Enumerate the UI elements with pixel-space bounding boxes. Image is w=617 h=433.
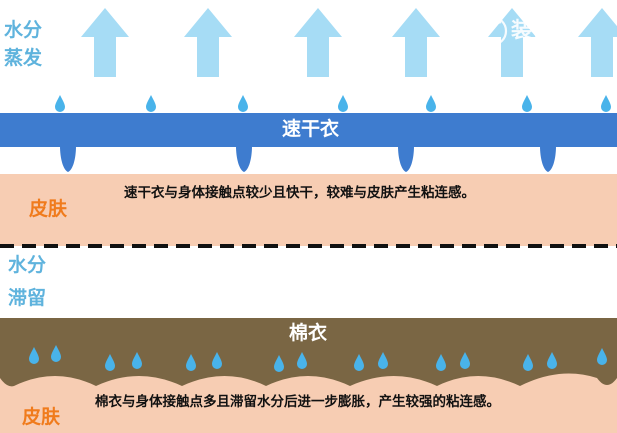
water-drop (29, 347, 39, 364)
water-drop (436, 354, 446, 371)
water-drop (297, 352, 307, 369)
cotton-description: 棉衣与身体接触点多且滞留水分后进一步膨胀，产生较强的粘连感。 (95, 394, 500, 410)
water-drop (460, 352, 470, 369)
evaporating-droplets (55, 95, 611, 112)
quick-dry-description: 速干衣与身体接触点较少且快干，较难与皮肤产生粘连感。 (124, 185, 475, 201)
fabric-contact-point (236, 146, 252, 172)
fabric-contact-point (398, 146, 414, 172)
water-drop (51, 345, 61, 362)
evaporation-arrow (81, 8, 129, 77)
cotton-fabric (0, 318, 617, 387)
skin-label-bottom: 皮肤 (22, 406, 61, 428)
water-drop (132, 352, 142, 369)
retention-label-line1: 水分 (8, 254, 47, 276)
evaporation-label-line2: 蒸发 (4, 47, 43, 69)
water-drop (426, 95, 436, 112)
trapped-droplets (29, 345, 607, 372)
water-drop (105, 354, 115, 371)
retention-label-line2: 滞留 (8, 287, 47, 309)
water-drop (522, 95, 532, 112)
watermark-text: 装备酷 (511, 18, 574, 42)
water-drop (547, 352, 557, 369)
skin-layer-top (0, 174, 617, 246)
evaporation-arrow (578, 8, 617, 77)
water-drop (55, 95, 65, 112)
evaporation-arrows (81, 8, 617, 77)
water-drop (601, 95, 611, 112)
water-drop (523, 354, 533, 371)
quick-dry-fabric-label: 速干衣 (282, 118, 340, 140)
fabric-contact-point (540, 146, 556, 172)
leaf-logo-icon (476, 15, 508, 47)
evaporation-arrow (488, 8, 536, 77)
skin-label-top: 皮肤 (29, 198, 68, 220)
fabric-contact-point (60, 146, 76, 172)
evaporation-arrow (184, 8, 232, 77)
water-drop (274, 355, 284, 372)
water-drop (378, 352, 388, 369)
cotton-fabric-label: 棉衣 (289, 322, 328, 344)
water-drop (146, 95, 156, 112)
water-drop (212, 352, 222, 369)
quick-dry-fabric (0, 113, 617, 172)
evaporation-arrow (392, 8, 440, 77)
evaporation-label-line1: 水分 (4, 19, 43, 41)
water-drop (186, 354, 196, 371)
water-drop (354, 354, 364, 371)
water-drop (238, 95, 248, 112)
evaporation-arrow (294, 8, 342, 77)
water-drop (597, 348, 607, 365)
water-drop (338, 95, 348, 112)
